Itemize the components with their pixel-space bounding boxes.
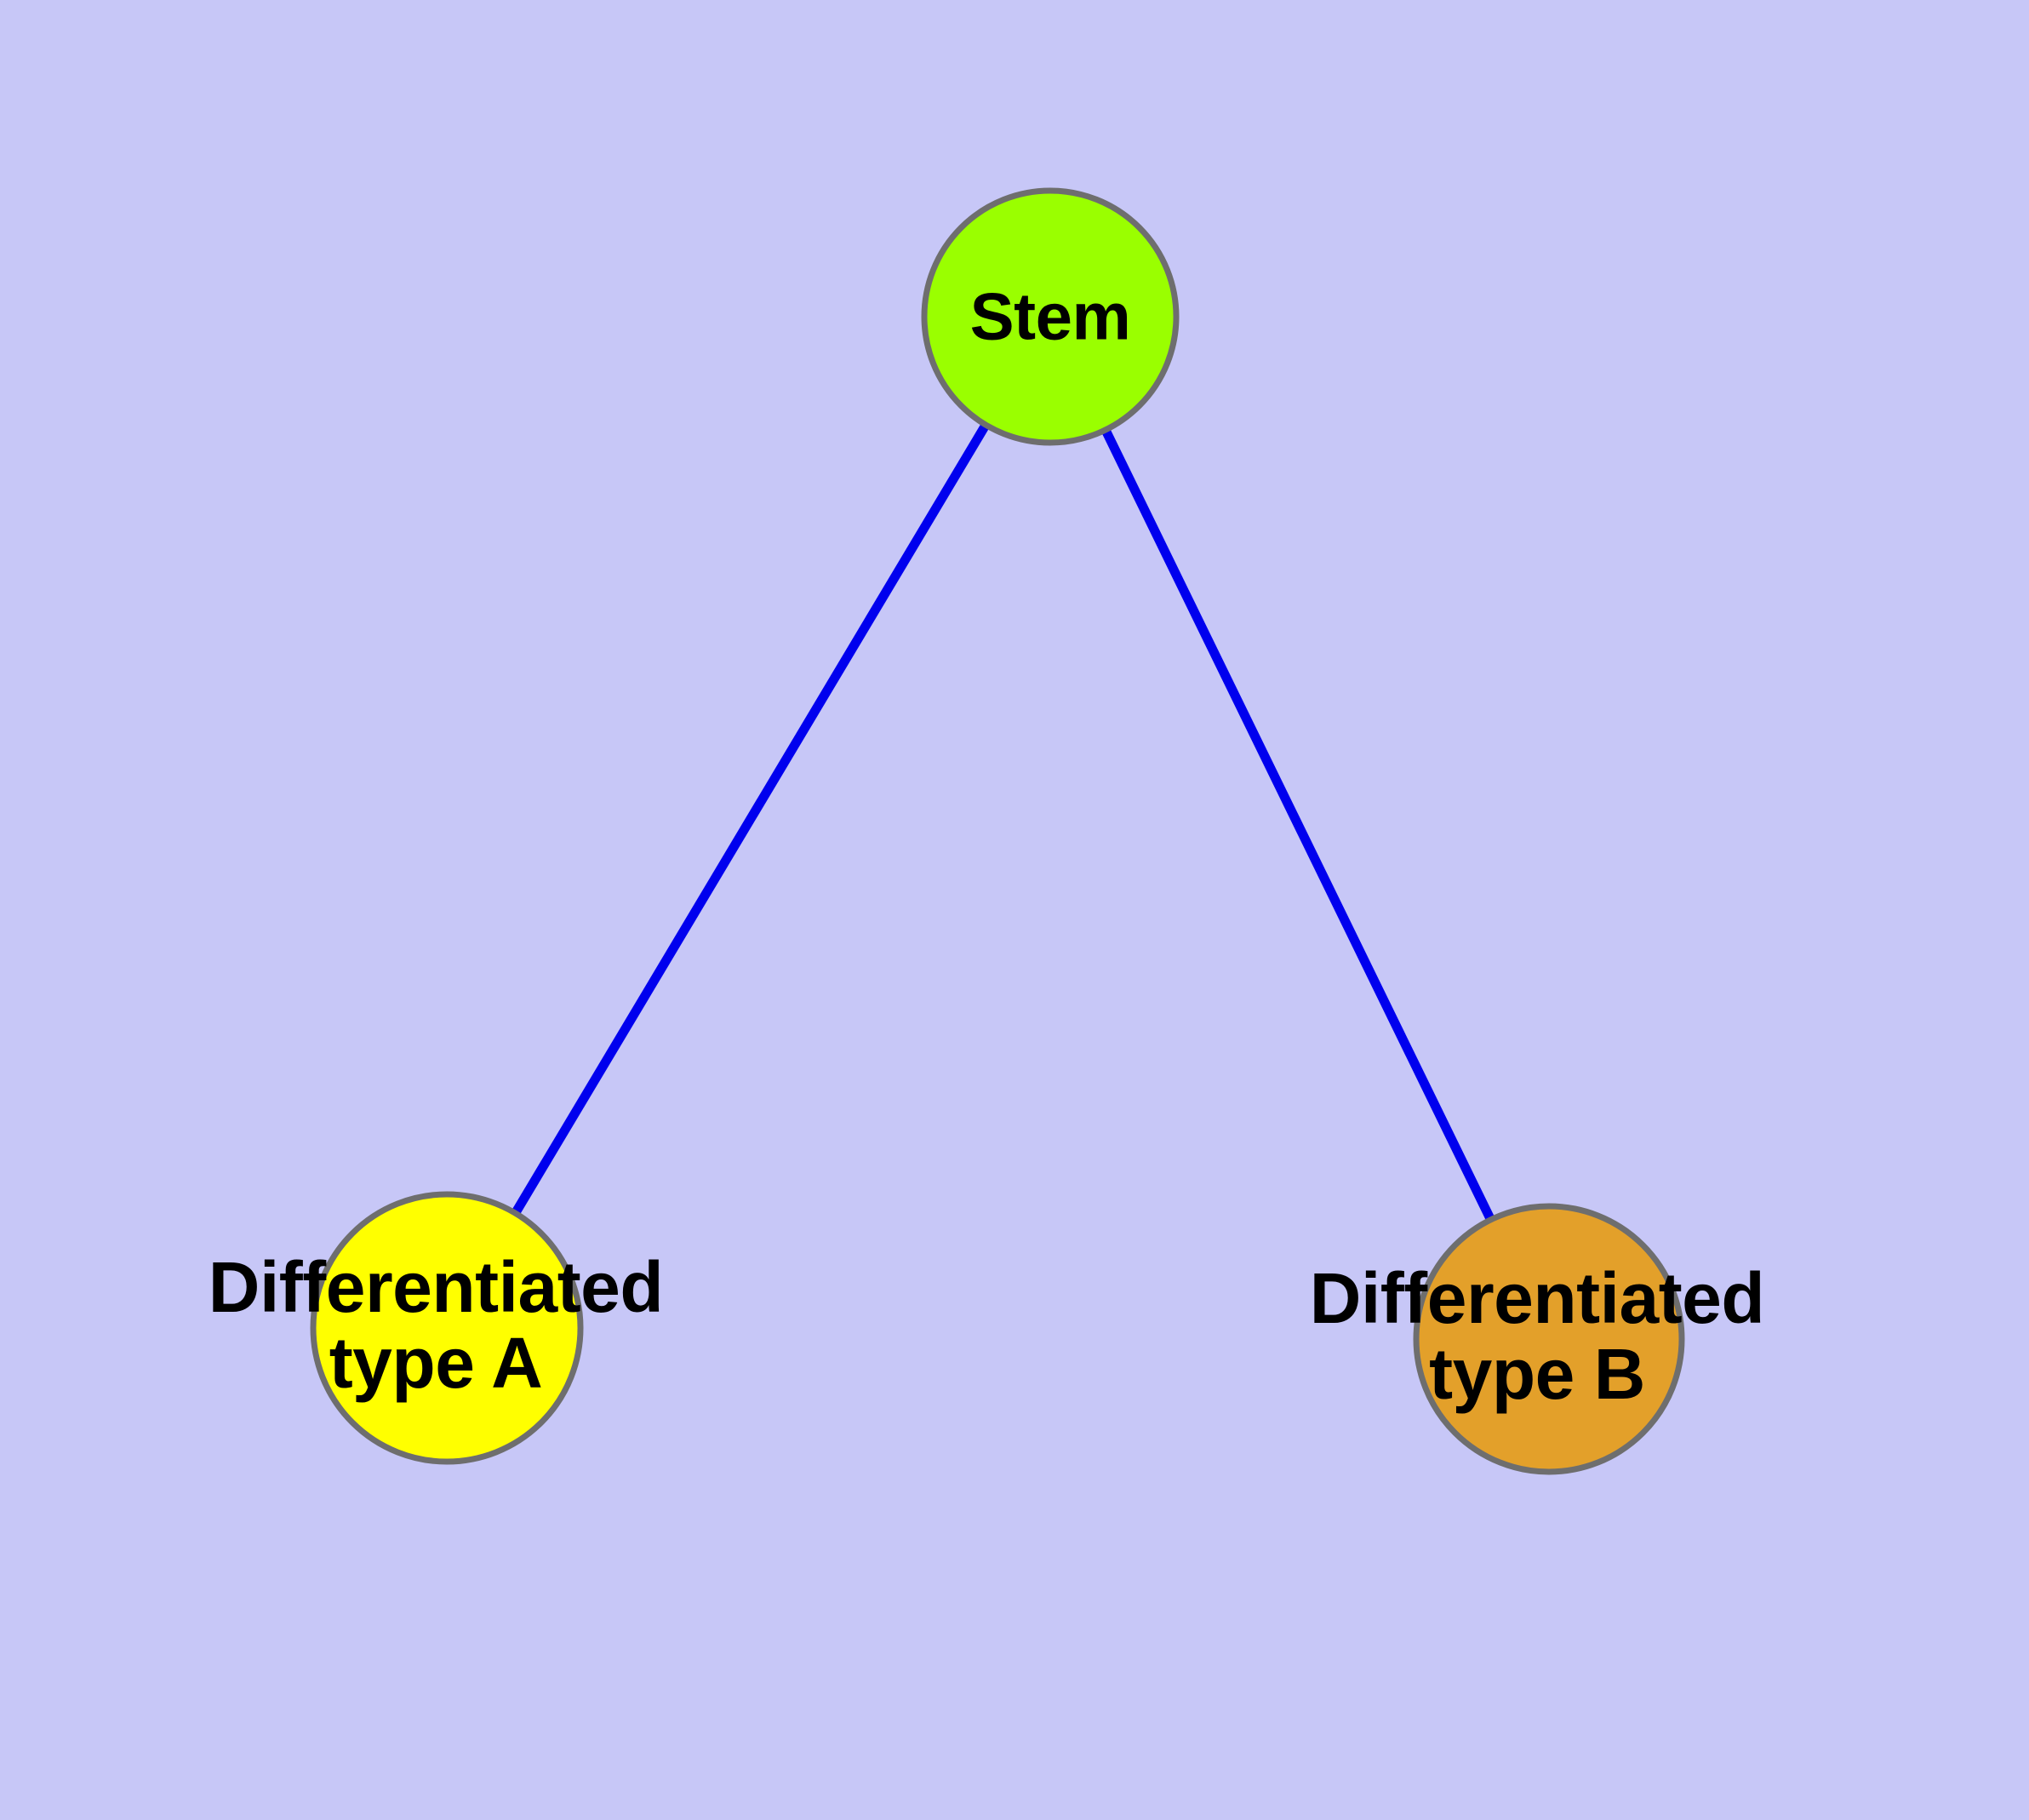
edges-group <box>443 314 1553 1342</box>
edge-stem-to-diff-b[interactable] <box>1046 314 1553 1342</box>
nodes-group <box>310 187 1685 1475</box>
node-circle-diff-b[interactable] <box>1413 1203 1685 1475</box>
node-circle-diff-a[interactable] <box>310 1191 584 1465</box>
node-circle-stem[interactable] <box>921 187 1180 446</box>
edge-stem-to-diff-a[interactable] <box>443 314 1055 1331</box>
